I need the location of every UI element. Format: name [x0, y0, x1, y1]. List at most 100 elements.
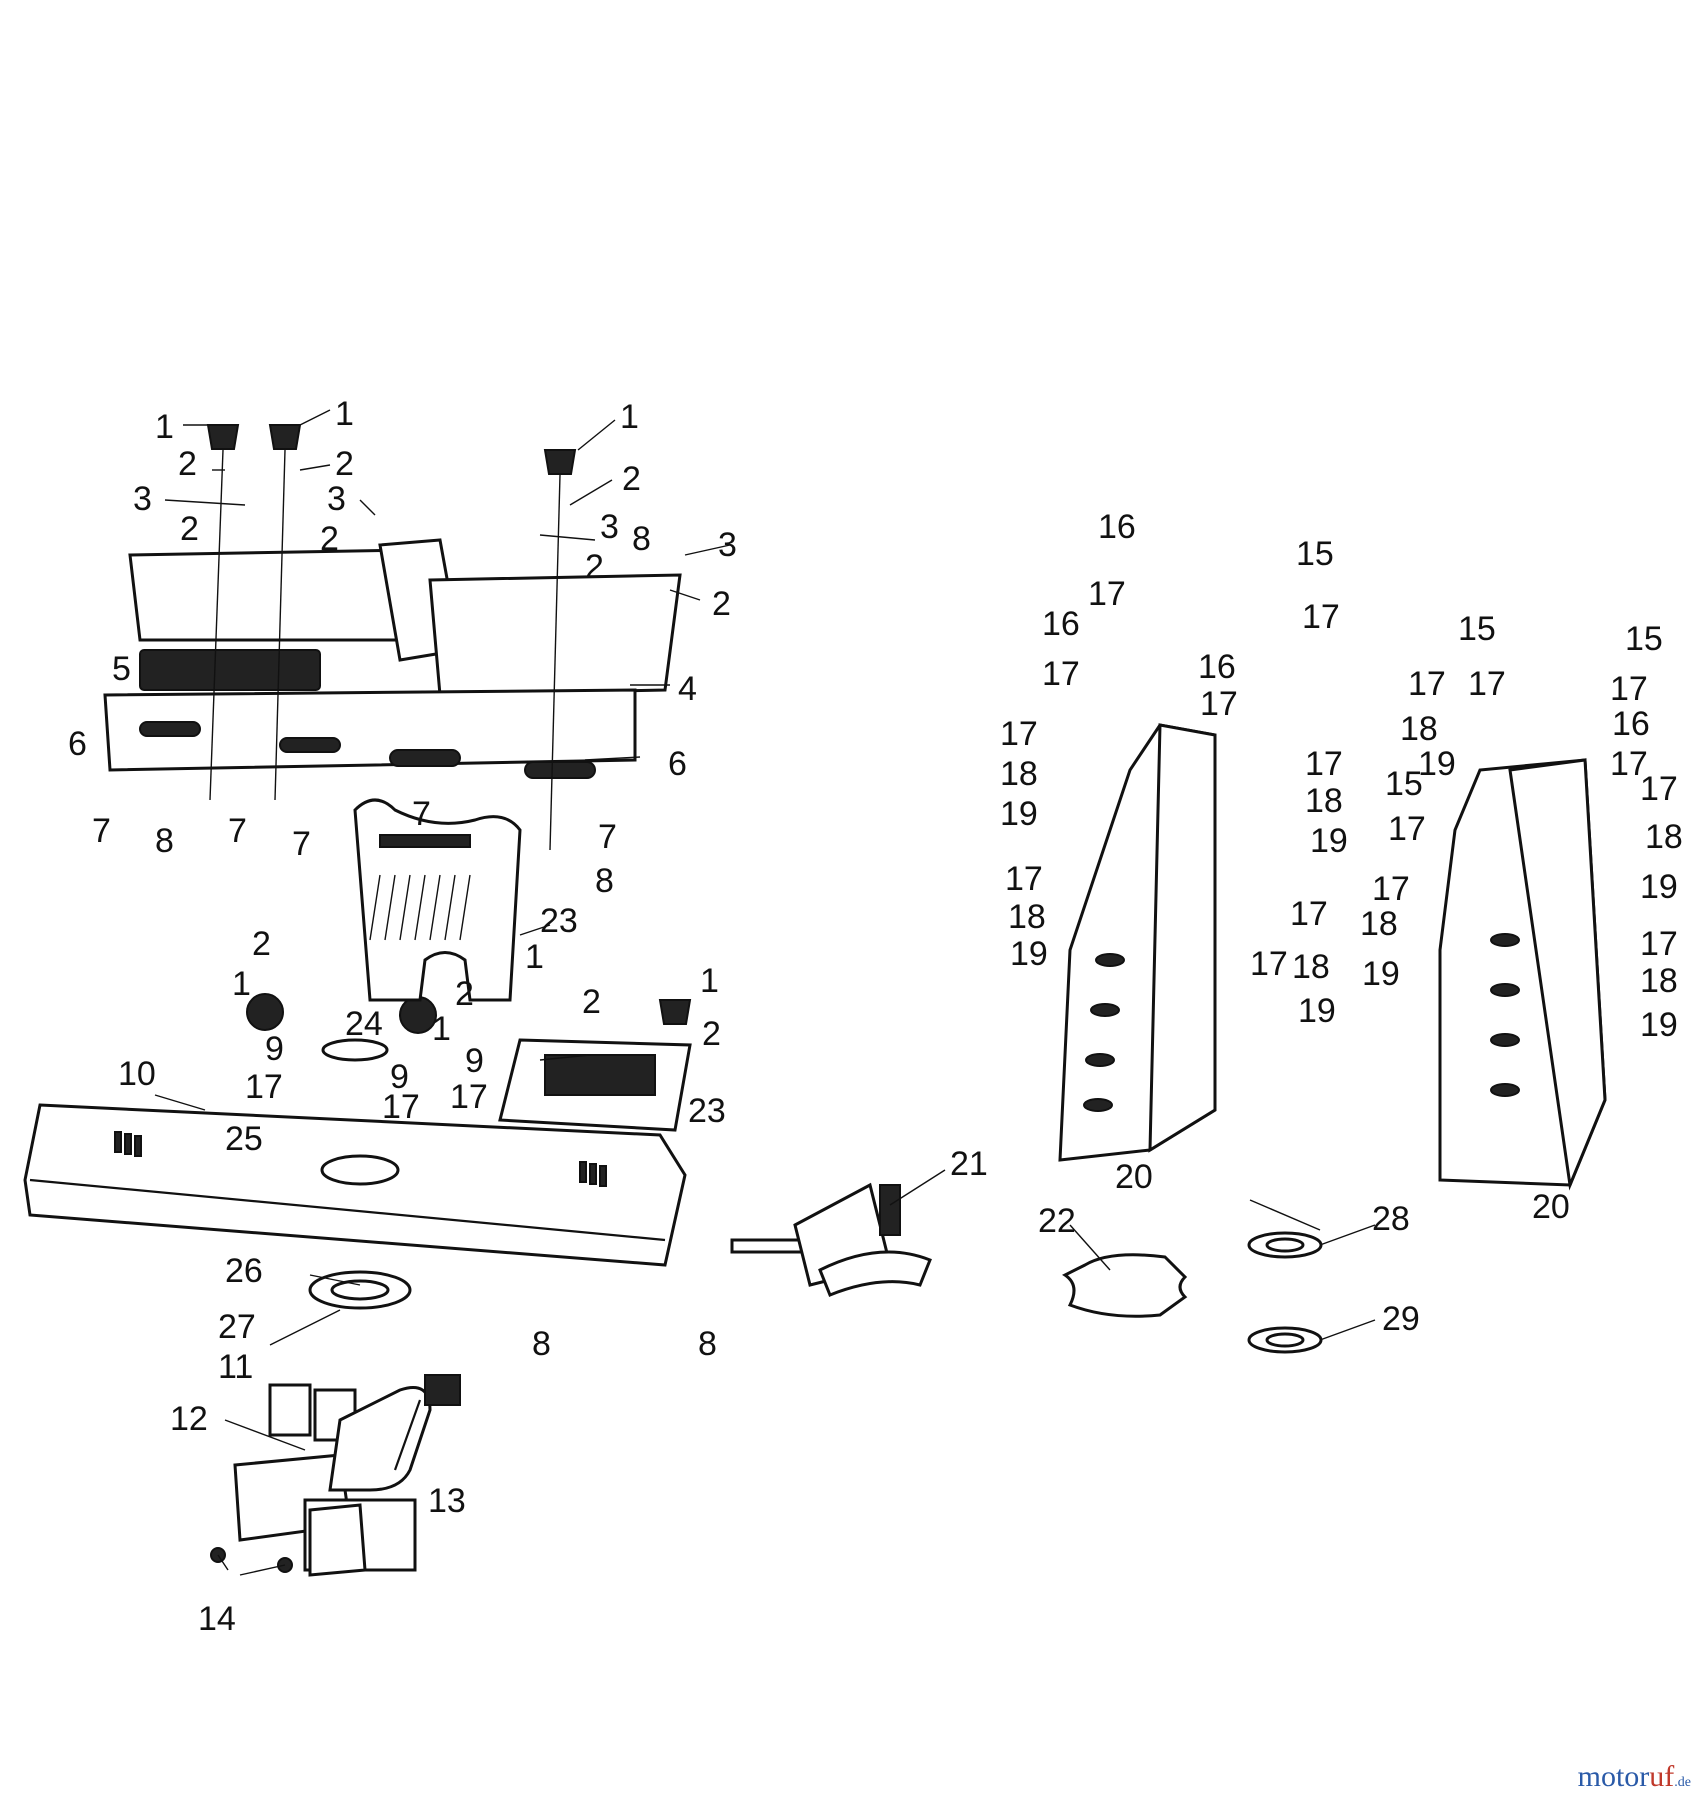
callout-8: 8 — [155, 822, 174, 860]
callout-4: 4 — [678, 670, 697, 708]
callout-16: 16 — [1612, 705, 1650, 743]
insert-rings — [308, 1038, 412, 1310]
callout-15: 15 — [1296, 535, 1334, 573]
callout-7: 7 — [92, 812, 111, 850]
callout-17: 17 — [1042, 655, 1080, 693]
callout-17: 17 — [1610, 670, 1648, 708]
callout-20: 20 — [1532, 1188, 1570, 1226]
callout-19: 19 — [1010, 935, 1048, 973]
callout-19: 19 — [1418, 745, 1456, 783]
callout-18: 18 — [1000, 755, 1038, 793]
callout-2: 2 — [180, 510, 199, 548]
callout-22: 22 — [1038, 1202, 1076, 1240]
callout-17: 17 — [1372, 870, 1410, 908]
callout-17: 17 — [1468, 665, 1506, 703]
callout-19: 19 — [1640, 868, 1678, 906]
callout-17: 17 — [1290, 895, 1328, 933]
callout-3: 3 — [327, 480, 346, 518]
callout-27: 27 — [218, 1308, 256, 1346]
callout-2: 2 — [178, 445, 197, 483]
callout-2: 2 — [252, 925, 271, 963]
callout-26: 26 — [225, 1252, 263, 1290]
callout-8: 8 — [698, 1325, 717, 1363]
callout-23: 23 — [688, 1092, 726, 1130]
callout-2: 2 — [320, 520, 339, 558]
callout-2: 2 — [622, 460, 641, 498]
callout-17: 17 — [245, 1068, 283, 1106]
callout-18: 18 — [1360, 905, 1398, 943]
callout-14: 14 — [198, 1600, 236, 1638]
callout-1: 1 — [335, 395, 354, 433]
callout-1: 1 — [700, 962, 719, 1000]
callout-18: 18 — [1305, 782, 1343, 820]
callout-8: 8 — [595, 862, 614, 900]
callout-11: 11 — [218, 1348, 253, 1386]
callout-21: 21 — [950, 1145, 988, 1183]
callout-13: 13 — [428, 1482, 466, 1520]
callout-3: 3 — [133, 480, 152, 518]
callout-8: 8 — [632, 520, 651, 558]
callout-19: 19 — [1640, 1006, 1678, 1044]
callout-6: 6 — [68, 725, 87, 763]
callout-17: 17 — [1000, 715, 1038, 753]
callout-7: 7 — [292, 825, 311, 863]
callout-25: 25 — [225, 1120, 263, 1158]
callout-17: 17 — [1640, 770, 1678, 808]
callout-7: 7 — [412, 795, 431, 833]
callout-15: 15 — [1385, 765, 1423, 803]
knob-parts — [206, 424, 692, 1095]
stand-leg-right — [1438, 758, 1607, 1191]
callout-6: 6 — [668, 745, 687, 783]
callout-10: 10 — [118, 1055, 156, 1093]
callout-29: 29 — [1382, 1300, 1420, 1338]
callout-5: 5 — [112, 650, 131, 688]
callout-9: 9 — [465, 1042, 484, 1080]
callout-20: 20 — [1115, 1158, 1153, 1196]
callout-15: 15 — [1625, 620, 1663, 658]
watermark-part-1: motor — [1577, 1760, 1650, 1793]
callout-19: 19 — [1310, 822, 1348, 860]
callout-17: 17 — [1610, 745, 1648, 783]
callout-7: 7 — [598, 818, 617, 856]
callout-1: 1 — [620, 398, 639, 436]
leader-lines — [154, 409, 1376, 1576]
callout-2: 2 — [455, 975, 474, 1013]
callout-2: 2 — [702, 1015, 721, 1053]
callout-17: 17 — [1305, 745, 1343, 783]
callout-19: 19 — [1000, 795, 1038, 833]
watermark-logo: motoruf.de — [1578, 1760, 1691, 1794]
callout-17: 17 — [382, 1088, 420, 1126]
callout-18: 18 — [1292, 948, 1330, 986]
stand-leg-left — [1058, 723, 1217, 1162]
callout-17: 17 — [1250, 945, 1288, 983]
callout-15: 15 — [1458, 610, 1496, 648]
callout-1: 1 — [432, 1010, 451, 1048]
callout-16: 16 — [1198, 648, 1236, 686]
watermark-part-3: .de — [1674, 1775, 1691, 1790]
table-plate — [23, 1103, 687, 1267]
callout-1: 1 — [232, 965, 251, 1003]
callout-17: 17 — [1200, 685, 1238, 723]
callout-2: 2 — [335, 445, 354, 483]
fence-assembly — [103, 538, 682, 779]
callout-labels: 1 1 1 1 1 1 1 2 2 2 2 2 2 2 2 2 2 2 3 3 … — [68, 395, 1683, 1638]
callout-18: 18 — [1645, 818, 1683, 856]
featherboard-lower — [498, 1038, 692, 1132]
callout-3: 3 — [718, 526, 737, 564]
callout-17: 17 — [1302, 598, 1340, 636]
callout-12: 12 — [170, 1400, 208, 1438]
callout-18: 18 — [1008, 898, 1046, 936]
callout-17: 17 — [1640, 925, 1678, 963]
callout-9: 9 — [390, 1058, 409, 1096]
callout-16: 16 — [1098, 508, 1136, 546]
callout-19: 19 — [1298, 992, 1336, 1030]
featherboard-upper — [353, 798, 522, 1002]
callout-1: 1 — [525, 938, 544, 976]
callout-23: 23 — [540, 902, 578, 940]
callout-8: 8 — [532, 1325, 551, 1363]
callout-9: 9 — [265, 1030, 284, 1068]
callout-7: 7 — [228, 812, 247, 850]
callout-17: 17 — [1005, 860, 1043, 898]
callout-17: 17 — [1408, 665, 1446, 703]
callout-19: 19 — [1362, 955, 1400, 993]
